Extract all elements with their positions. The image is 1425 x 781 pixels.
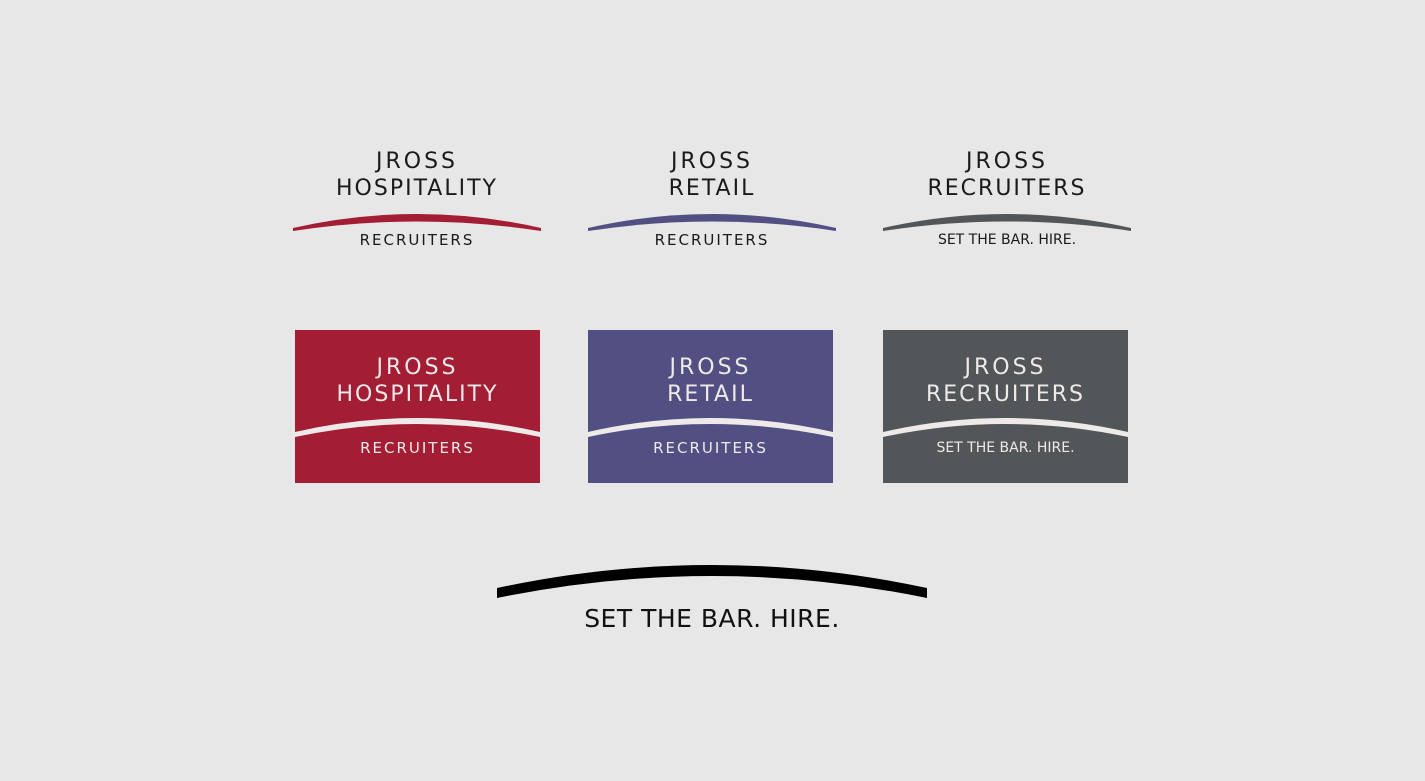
logo-brand-name: JROSS <box>669 355 752 380</box>
logo-hospitality-line: JROSS HOSPITALITY RECRUITERS <box>293 148 541 268</box>
logo-division-name: RECRUITERS <box>927 176 1087 201</box>
tagline-arc <box>497 565 927 598</box>
logo-retail-box: JROSS RETAIL RECRUITERS <box>588 330 833 483</box>
logo-recruiters-line: JROSS RECRUITERS SET THE BAR. HIRE. <box>883 148 1131 268</box>
logo-brand-name: JROSS <box>670 149 754 174</box>
logo-arc <box>293 214 541 231</box>
logo-subtitle: RECRUITERS <box>653 439 768 457</box>
logo-subtitle: RECRUITERS <box>359 231 475 249</box>
logo-hospitality-box: JROSS HOSPITALITY RECRUITERS <box>295 330 540 483</box>
logo-brand-name: JROSS <box>375 149 459 174</box>
logo-division-name: HOSPITALITY <box>336 382 499 407</box>
logo-brand-name: JROSS <box>965 149 1049 174</box>
logo-subtitle: RECRUITERS <box>654 231 770 249</box>
logo-division-name: HOSPITALITY <box>336 176 498 201</box>
logo-brand-name: JROSS <box>964 355 1047 380</box>
logo-brand-name: JROSS <box>376 355 459 380</box>
logo-arc <box>588 214 836 231</box>
logo-retail-line: JROSS RETAIL RECRUITERS <box>588 148 836 268</box>
tagline-text: SET THE BAR. HIRE. <box>584 604 840 633</box>
logo-recruiters-box: JROSS RECRUITERS SET THE BAR. HIRE. <box>883 330 1128 483</box>
logo-subtitle: SET THE BAR. HIRE. <box>937 232 1077 248</box>
logo-subtitle: RECRUITERS <box>360 439 475 457</box>
logo-subtitle: SET THE BAR. HIRE. <box>936 440 1075 456</box>
logo-arc <box>883 418 1128 437</box>
logo-arc <box>883 214 1131 231</box>
logo-division-name: RETAIL <box>668 176 756 201</box>
logo-division-name: RETAIL <box>667 382 754 407</box>
logo-arc <box>295 418 540 437</box>
logo-division-name: RECRUITERS <box>925 382 1085 407</box>
logo-arc <box>588 418 833 437</box>
